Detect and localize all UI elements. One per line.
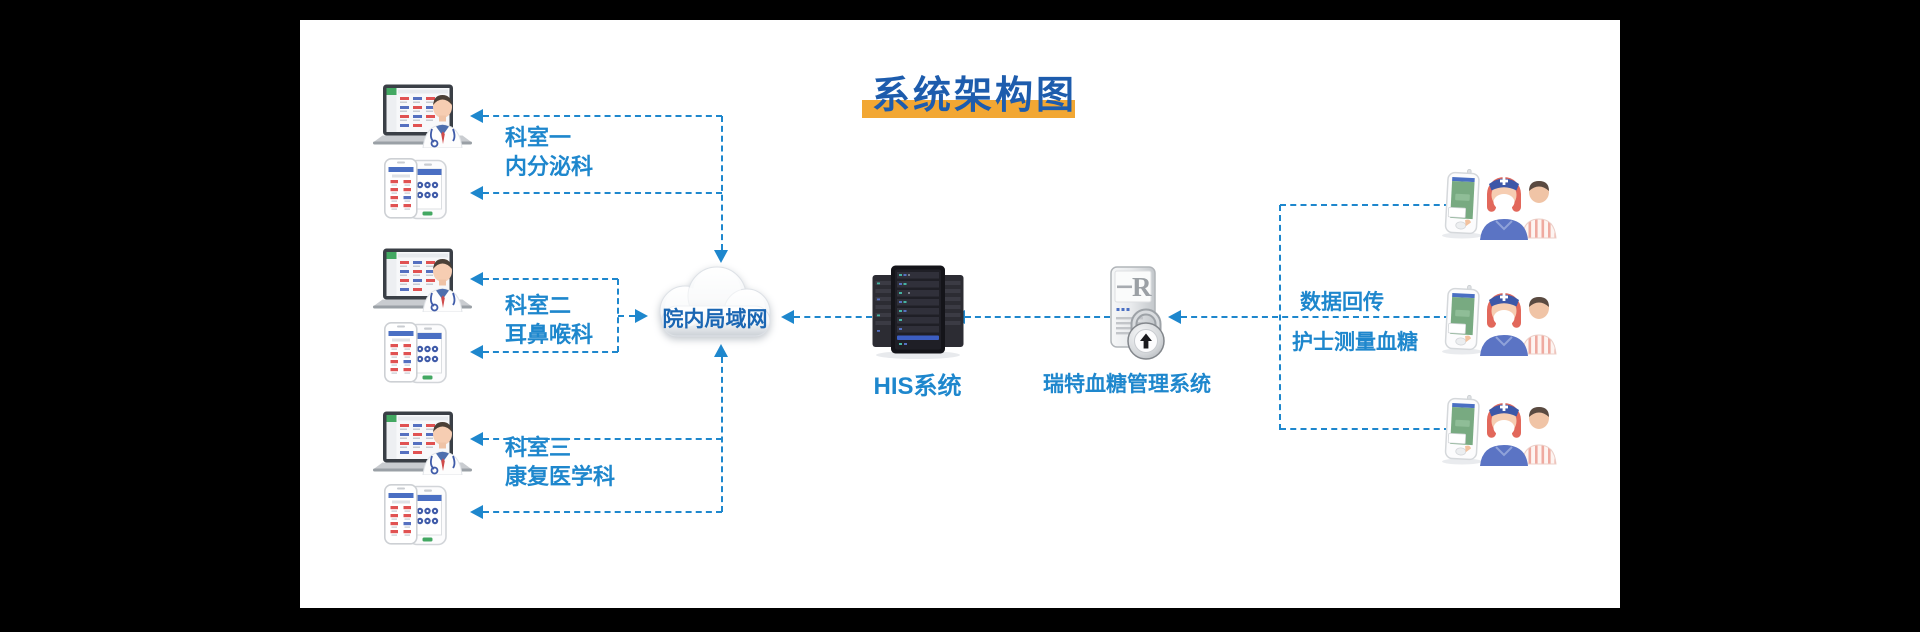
phones-icon [384,322,448,384]
arrowhead-down-icon [714,250,728,263]
dept2-name: 科室二 [505,293,572,318]
dept3-name: 科室三 [505,435,572,460]
dept1-specialty: 内分泌科 [505,154,594,179]
connector-nurses-vertical [1279,205,1281,430]
glucose-system-label: 瑞特血糖管理系统 [1043,373,1211,396]
server-logo-letter: R [1132,272,1152,302]
network-label: 院内局域网 [662,308,768,331]
nurse-patient-meter-icon [1436,168,1566,240]
connector-nurse3 [1280,428,1450,430]
dept3-label: 科室三 康复医学科 [505,433,615,491]
connector-his-to-cloud [794,316,872,318]
connector-nurses-to-glucose [1181,316,1450,318]
dept1-label: 科室一 内分泌科 [505,123,593,181]
connector-dept2-bottom [483,351,618,353]
dept2-specialty: 耳鼻喉科 [505,322,594,347]
his-label: HIS系统 [873,373,962,400]
connector-dept1-vertical [721,116,723,250]
arrowhead-left-icon [1168,310,1181,324]
laptop-doctor-icon [370,411,475,475]
arrowhead-right-icon [635,309,648,323]
connector-nurse1 [1280,204,1450,206]
phones-icon [384,484,448,546]
laptop-doctor-icon [370,248,475,312]
dept3-specialty: 康复医学科 [505,464,616,489]
arrowhead-left-icon [781,310,794,324]
title-highlight-bar [862,100,1075,118]
data-return-label: 数据回传 [1300,291,1384,314]
nurse-measure-label: 护士测量血糖 [1292,331,1418,354]
nurse-patient-meter-icon [1436,284,1566,356]
connector-dept3-vertical [721,357,723,512]
connector-glucose-to-his [965,316,1110,318]
arrowhead-left-icon [470,345,483,359]
dept1-name: 科室一 [505,125,572,150]
connector-dept3-bottom [483,511,722,513]
dept2-label: 科室二 耳鼻喉科 [505,291,593,349]
connector-dept2-top [483,278,618,280]
arrowhead-left-icon [470,109,483,123]
arrowhead-left-icon [470,505,483,519]
diagram-title: 系统架构图 [872,75,1078,117]
connector-dept2-to-cloud [618,315,635,317]
arrowhead-left-icon [470,432,483,446]
arrowhead-up-icon [714,344,728,357]
arrowhead-left-icon [470,272,483,286]
connector-dept3-top [483,438,722,440]
laptop-doctor-icon [370,84,475,148]
arrowhead-left-icon [470,186,483,200]
phones-icon [384,158,448,220]
connector-dept1-top [483,115,722,117]
connector-dept1-bottom [483,192,722,194]
nurse-patient-meter-icon [1436,394,1566,466]
server-rack-icon [870,262,966,360]
